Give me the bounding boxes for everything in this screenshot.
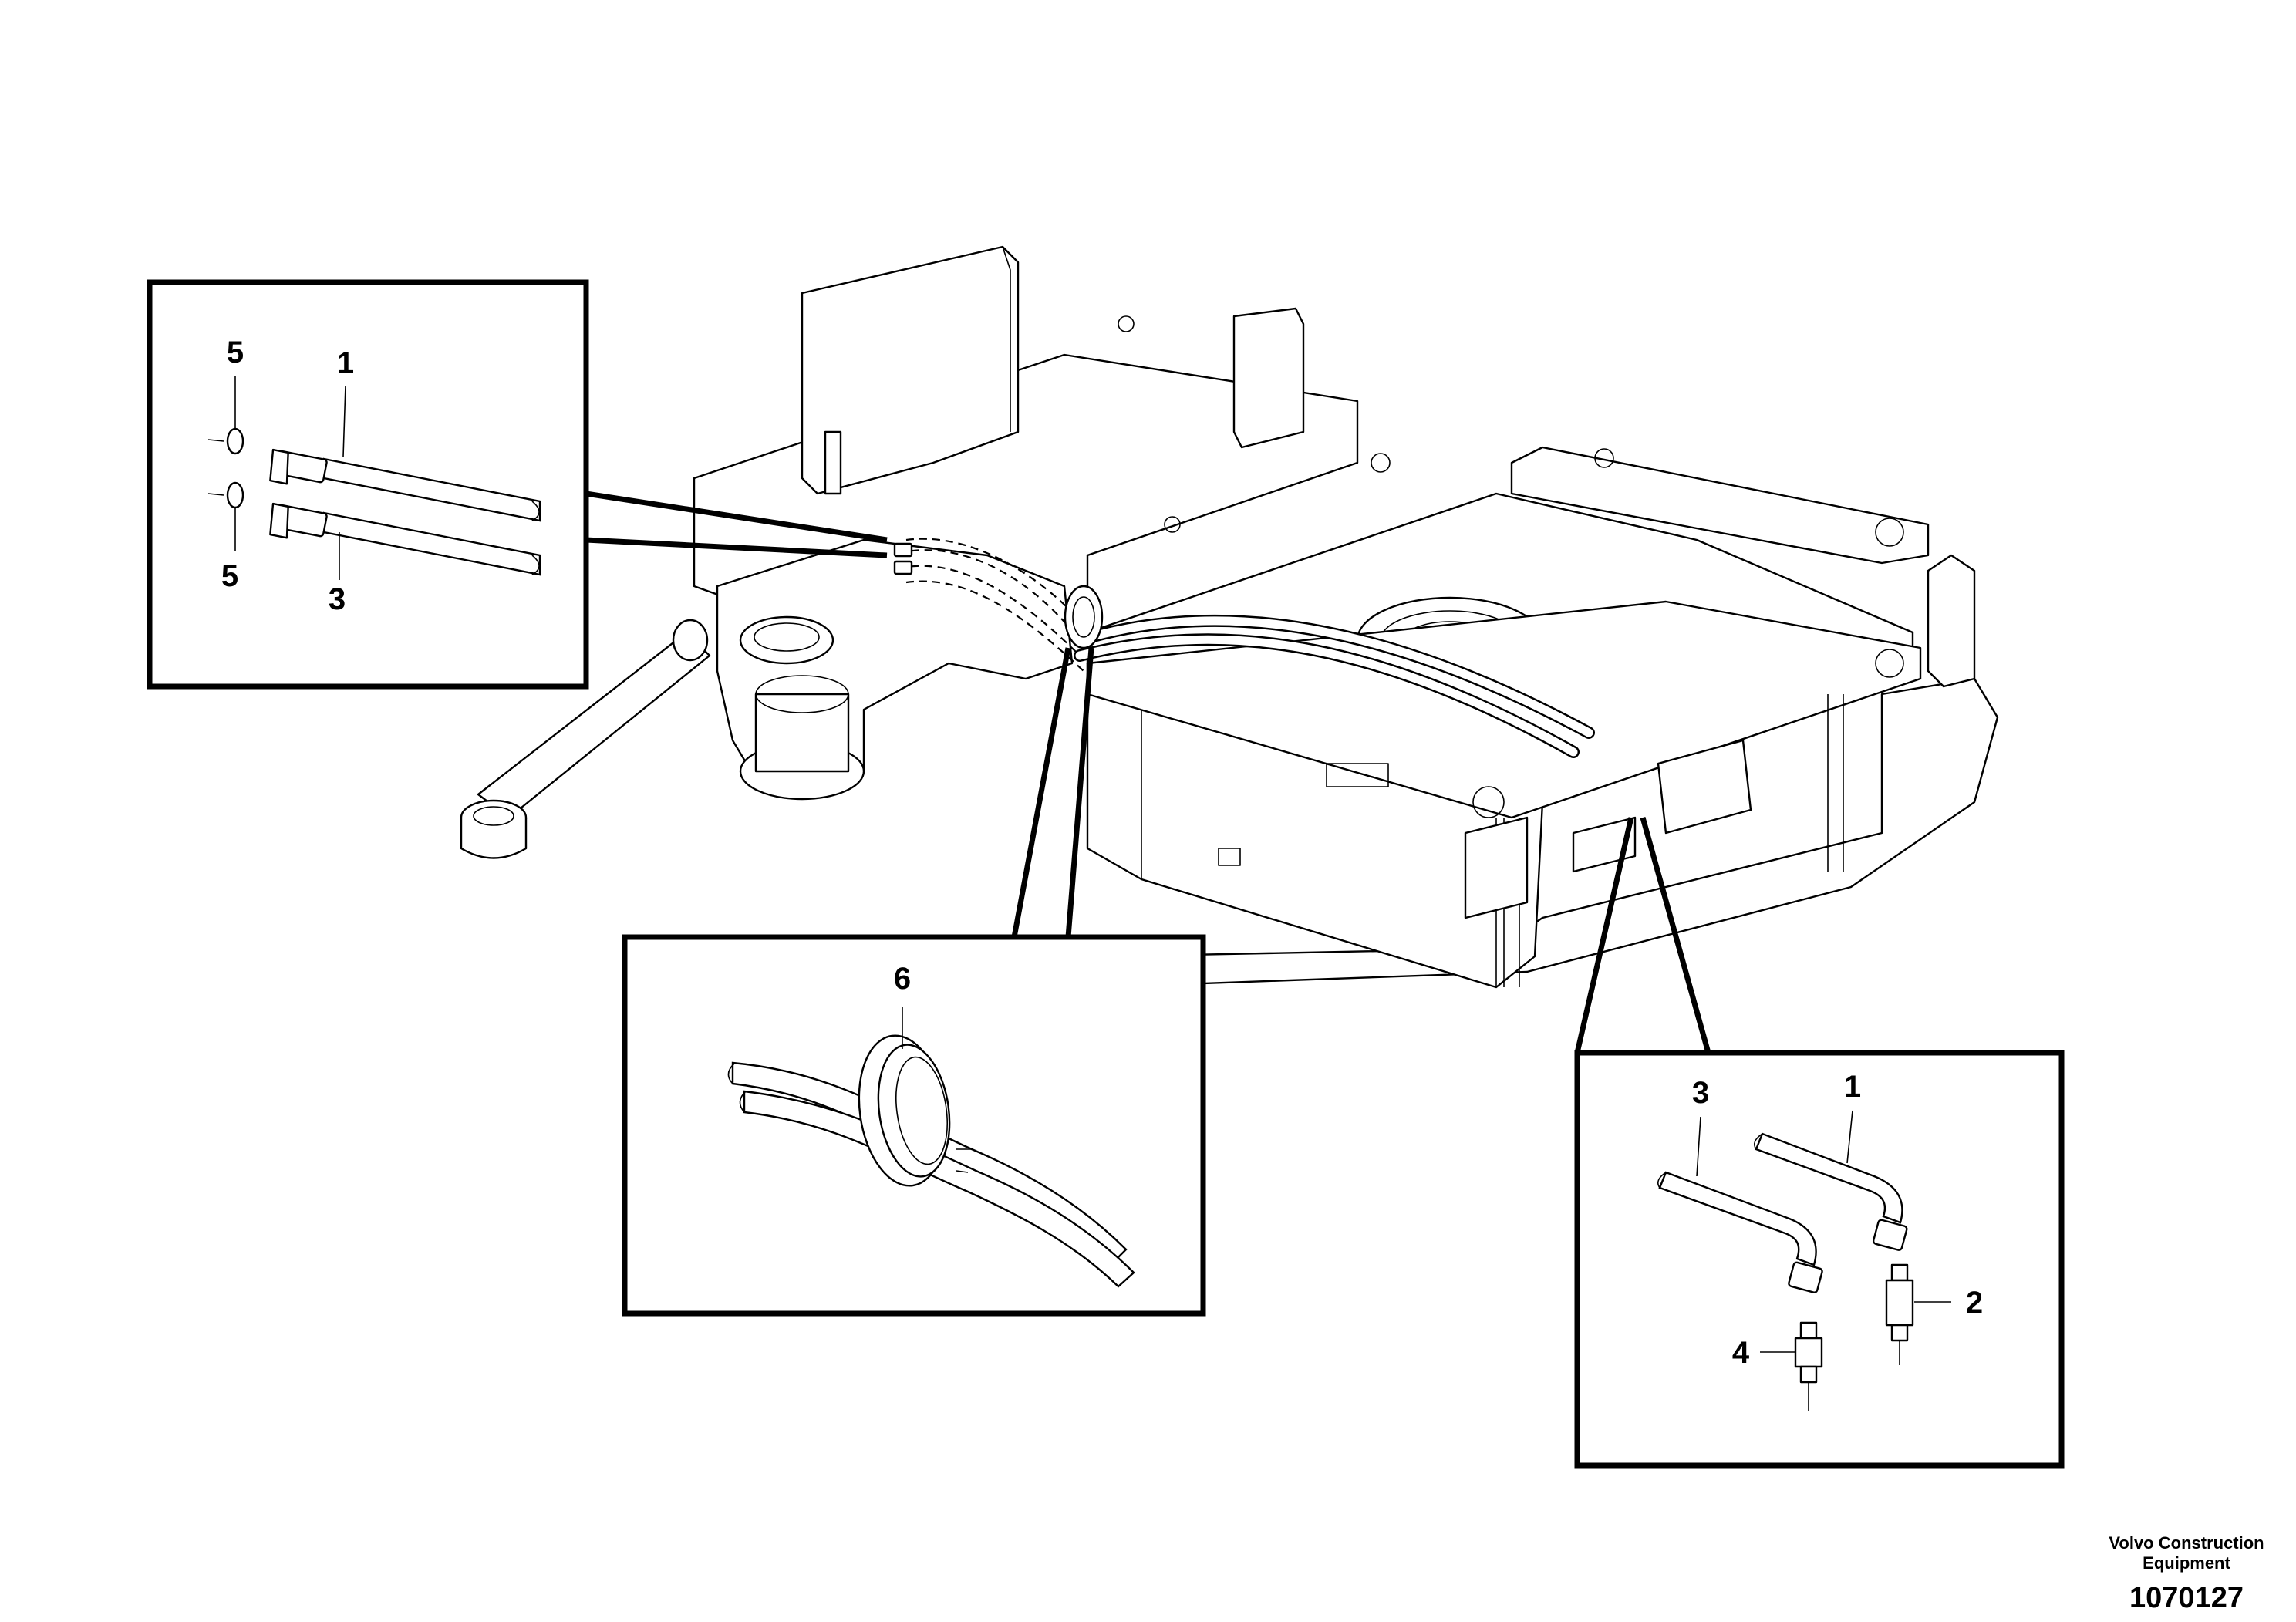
callout-1-top: 1 xyxy=(337,346,354,380)
footer: Volvo Construction Equipment 1070127 xyxy=(2109,1533,2264,1614)
swing-bracket xyxy=(460,538,1074,859)
callout-6: 6 xyxy=(894,962,911,996)
callout-3-bottom: 3 xyxy=(329,582,346,616)
callout-3-right: 3 xyxy=(1692,1076,1709,1110)
callout-4: 4 xyxy=(1732,1336,1750,1370)
detail-connections: 3 1 2 4 xyxy=(1574,1050,2065,1469)
detail-hose-ends: 5 1 5 3 xyxy=(147,279,589,690)
document-number: 1070127 xyxy=(2129,1582,2244,1614)
company-name-line1: Volvo Construction xyxy=(2109,1533,2264,1553)
company-name-line2: Equipment xyxy=(2143,1553,2230,1573)
callout-2: 2 xyxy=(1966,1286,1983,1320)
callout-1-right: 1 xyxy=(1844,1070,1861,1104)
leader-lines xyxy=(585,491,1711,1054)
hose-routing-hidden xyxy=(893,538,1104,672)
callout-5-bottom: 5 xyxy=(221,559,238,593)
detail-grommet: 6 xyxy=(622,934,1206,1317)
callout-5-top: 5 xyxy=(227,336,244,369)
